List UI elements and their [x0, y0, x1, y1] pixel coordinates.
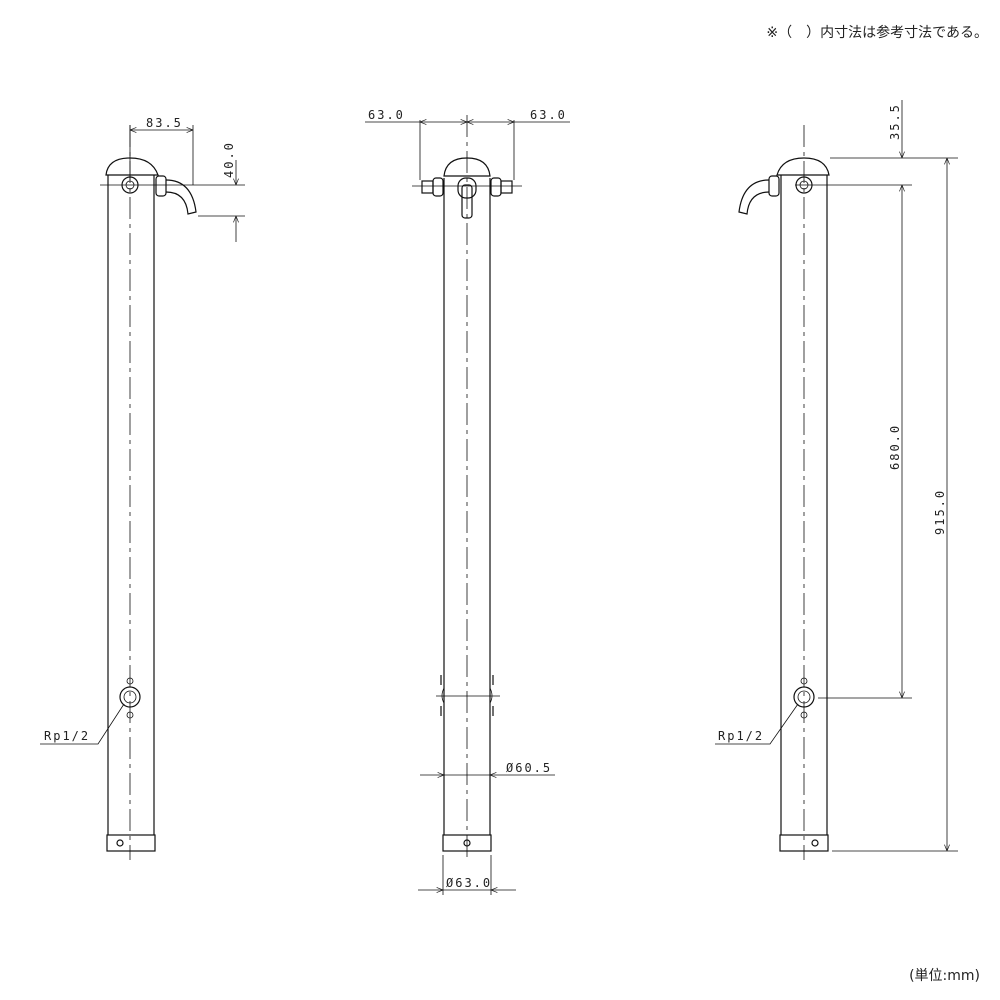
left-side-view: 83.5 40.0 Rp1/2 [40, 116, 245, 860]
front-view: 63.0 63.0 Ø60.5 Ø63.0 [365, 108, 570, 895]
left-reach-dimension: 63.0 [368, 108, 405, 122]
base-diameter-dimension: Ø63.0 [446, 876, 492, 890]
pipe-diameter-dimension: Ø60.5 [506, 761, 552, 775]
inlet-label: Rp1/2 [44, 729, 90, 743]
spout-reach-dimension: 83.5 [146, 116, 183, 130]
total-height-dimension: 915.0 [933, 489, 947, 535]
reference-dimension-note: ※（ ）内寸法は参考寸法である。 [766, 25, 988, 41]
top-offset-dimension: 35.5 [888, 103, 902, 140]
inlet-label: Rp1/2 [718, 729, 764, 743]
spout-drop-dimension: 40.0 [222, 141, 236, 178]
right-reach-dimension: 63.0 [530, 108, 567, 122]
unit-label: (単位:mm) [909, 968, 980, 984]
inlet-height-dimension: 680.0 [888, 424, 902, 470]
right-side-view: 35.5 680.0 915.0 Rp1/2 [715, 100, 958, 860]
